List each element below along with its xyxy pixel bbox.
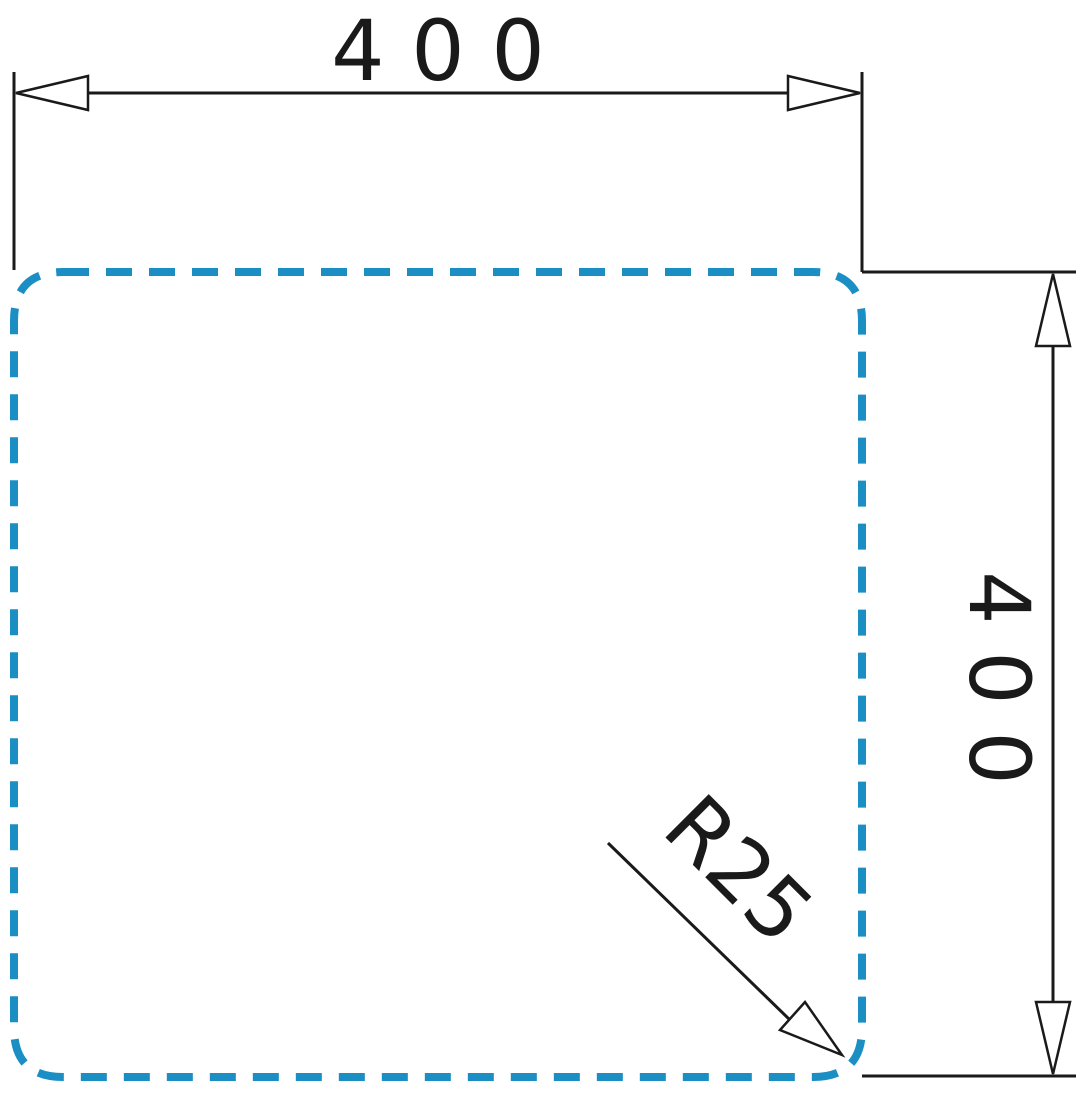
height-arrow-bottom-icon	[1034, 1000, 1072, 1075]
width-arrow-left-icon	[15, 74, 90, 112]
radius-arrow-icon	[777, 999, 846, 1058]
width-arrow-right-icon	[786, 74, 861, 112]
height-arrow-top-icon	[1034, 273, 1072, 348]
radius-label: R25	[645, 776, 831, 962]
height-dimension-label: 4 0 0	[950, 571, 1048, 785]
width-dimension-label: 4 0 0	[331, 2, 545, 100]
sink-outline-dashed	[10, 268, 866, 1081]
radius-leader-line	[606, 841, 792, 1022]
